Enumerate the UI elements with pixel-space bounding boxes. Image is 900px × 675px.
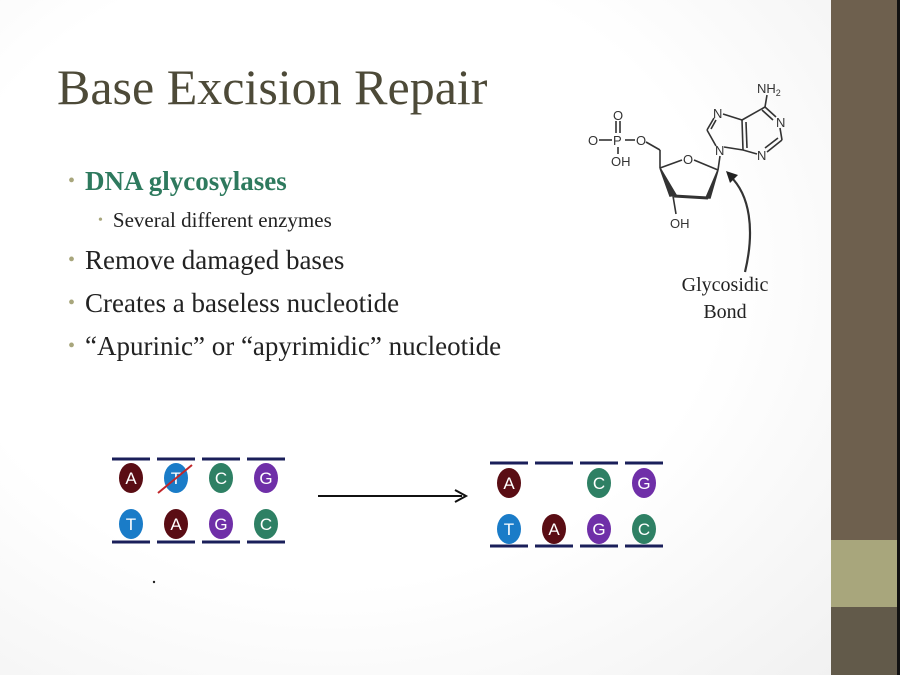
- base-A: [542, 514, 566, 544]
- strand-backbone: [490, 544, 528, 548]
- atom-o: O: [613, 108, 623, 123]
- base-label: G: [259, 469, 272, 488]
- atom-n1: N: [776, 115, 785, 130]
- annotation-bond: Bond: [703, 301, 747, 323]
- sidebar-lower: [831, 607, 897, 675]
- base-G: [209, 509, 233, 539]
- base-A: [164, 509, 188, 539]
- bullet-icon: •: [68, 335, 76, 357]
- atom-p: P: [613, 133, 622, 148]
- base-label: A: [170, 515, 182, 534]
- stray-dot: [152, 580, 156, 584]
- annotation-glycosidic: Glycosidic: [681, 274, 769, 296]
- bullet-remove-bases: •Remove damaged bases: [68, 245, 345, 275]
- bullet-baseless-nucleotide: •Creates a baseless nucleotide: [68, 288, 400, 318]
- diagram-layer: O P O O OH O OH N N N N NH2 ATTACGGCATAC…: [112, 81, 785, 584]
- strand-backbone: [580, 544, 618, 548]
- strand-backbone: [157, 457, 195, 461]
- atom-o: O: [636, 133, 646, 148]
- strand-backbone: [625, 544, 663, 548]
- base-label: C: [260, 515, 272, 534]
- bullet-icon: •: [98, 213, 103, 228]
- dna-diagrams: ATTACGGCATACGGC: [112, 457, 663, 548]
- base-label: C: [593, 474, 605, 493]
- sidebar-decoration: [831, 0, 897, 675]
- base-G: [587, 514, 611, 544]
- base-label: G: [214, 515, 227, 534]
- base-label: A: [548, 520, 560, 539]
- base-T: [119, 509, 143, 539]
- slide-title: Base Excision Repair: [57, 59, 488, 115]
- strand-backbone: [202, 540, 240, 544]
- sub-bullet-enzymes: •Several different enzymes: [98, 208, 332, 232]
- base-label: C: [215, 469, 227, 488]
- sidebar-band: [831, 540, 897, 607]
- base-label: A: [125, 469, 137, 488]
- window-edge: [897, 0, 900, 675]
- strand-backbone: [490, 461, 528, 465]
- bullet-dna-glycosylases: •DNA glycosylases: [68, 166, 287, 196]
- atom-oh: OH: [670, 216, 690, 231]
- arrow-head-icon: [454, 489, 469, 503]
- bullet-icon: •: [68, 249, 76, 271]
- strand-backbone: [247, 540, 285, 544]
- base-A: [497, 468, 521, 498]
- atom-oh: OH: [611, 154, 631, 169]
- strand-backbone: [580, 461, 618, 465]
- base-A: [119, 463, 143, 493]
- atom-n9: N: [715, 143, 724, 158]
- strand-backbone: [112, 540, 150, 544]
- base-label: G: [637, 474, 650, 493]
- bullet-icon: •: [68, 170, 76, 192]
- atom-o-ring: O: [683, 152, 693, 167]
- base-G: [254, 463, 278, 493]
- bullet-icon: •: [68, 292, 76, 314]
- atom-n3: N: [757, 148, 766, 163]
- strand-backbone: [625, 461, 663, 465]
- atom-o: O: [588, 133, 598, 148]
- base-label: T: [504, 520, 514, 539]
- base-label: G: [592, 520, 605, 539]
- base-C: [587, 468, 611, 498]
- dna-before: ATTACGGC: [112, 457, 285, 544]
- base-C: [254, 509, 278, 539]
- base-C: [632, 514, 656, 544]
- atom-nh2: NH2: [757, 81, 781, 98]
- base-C: [209, 463, 233, 493]
- slide: Base Excision Repair •DNA glycosylases •…: [0, 0, 831, 675]
- base-label: T: [126, 515, 136, 534]
- strand-backbone: [535, 461, 573, 465]
- nucleotide-structure: O P O O OH O OH N N N N NH2: [588, 81, 785, 273]
- strand-backbone: [202, 457, 240, 461]
- base-T: [497, 514, 521, 544]
- dna-after: A T A C G G C: [490, 461, 663, 548]
- strand-backbone: [157, 540, 195, 544]
- strand-backbone: [112, 457, 150, 461]
- base-label: C: [638, 520, 650, 539]
- base-label: A: [503, 474, 515, 493]
- bullet-apurinic: •“Apurinic” or “apyrimidic” nucleotide: [68, 331, 502, 361]
- strand-backbone: [247, 457, 285, 461]
- strand-backbone: [535, 544, 573, 548]
- base-G: [632, 468, 656, 498]
- damaged-base-strike: [157, 464, 193, 494]
- atom-n7: N: [713, 106, 722, 121]
